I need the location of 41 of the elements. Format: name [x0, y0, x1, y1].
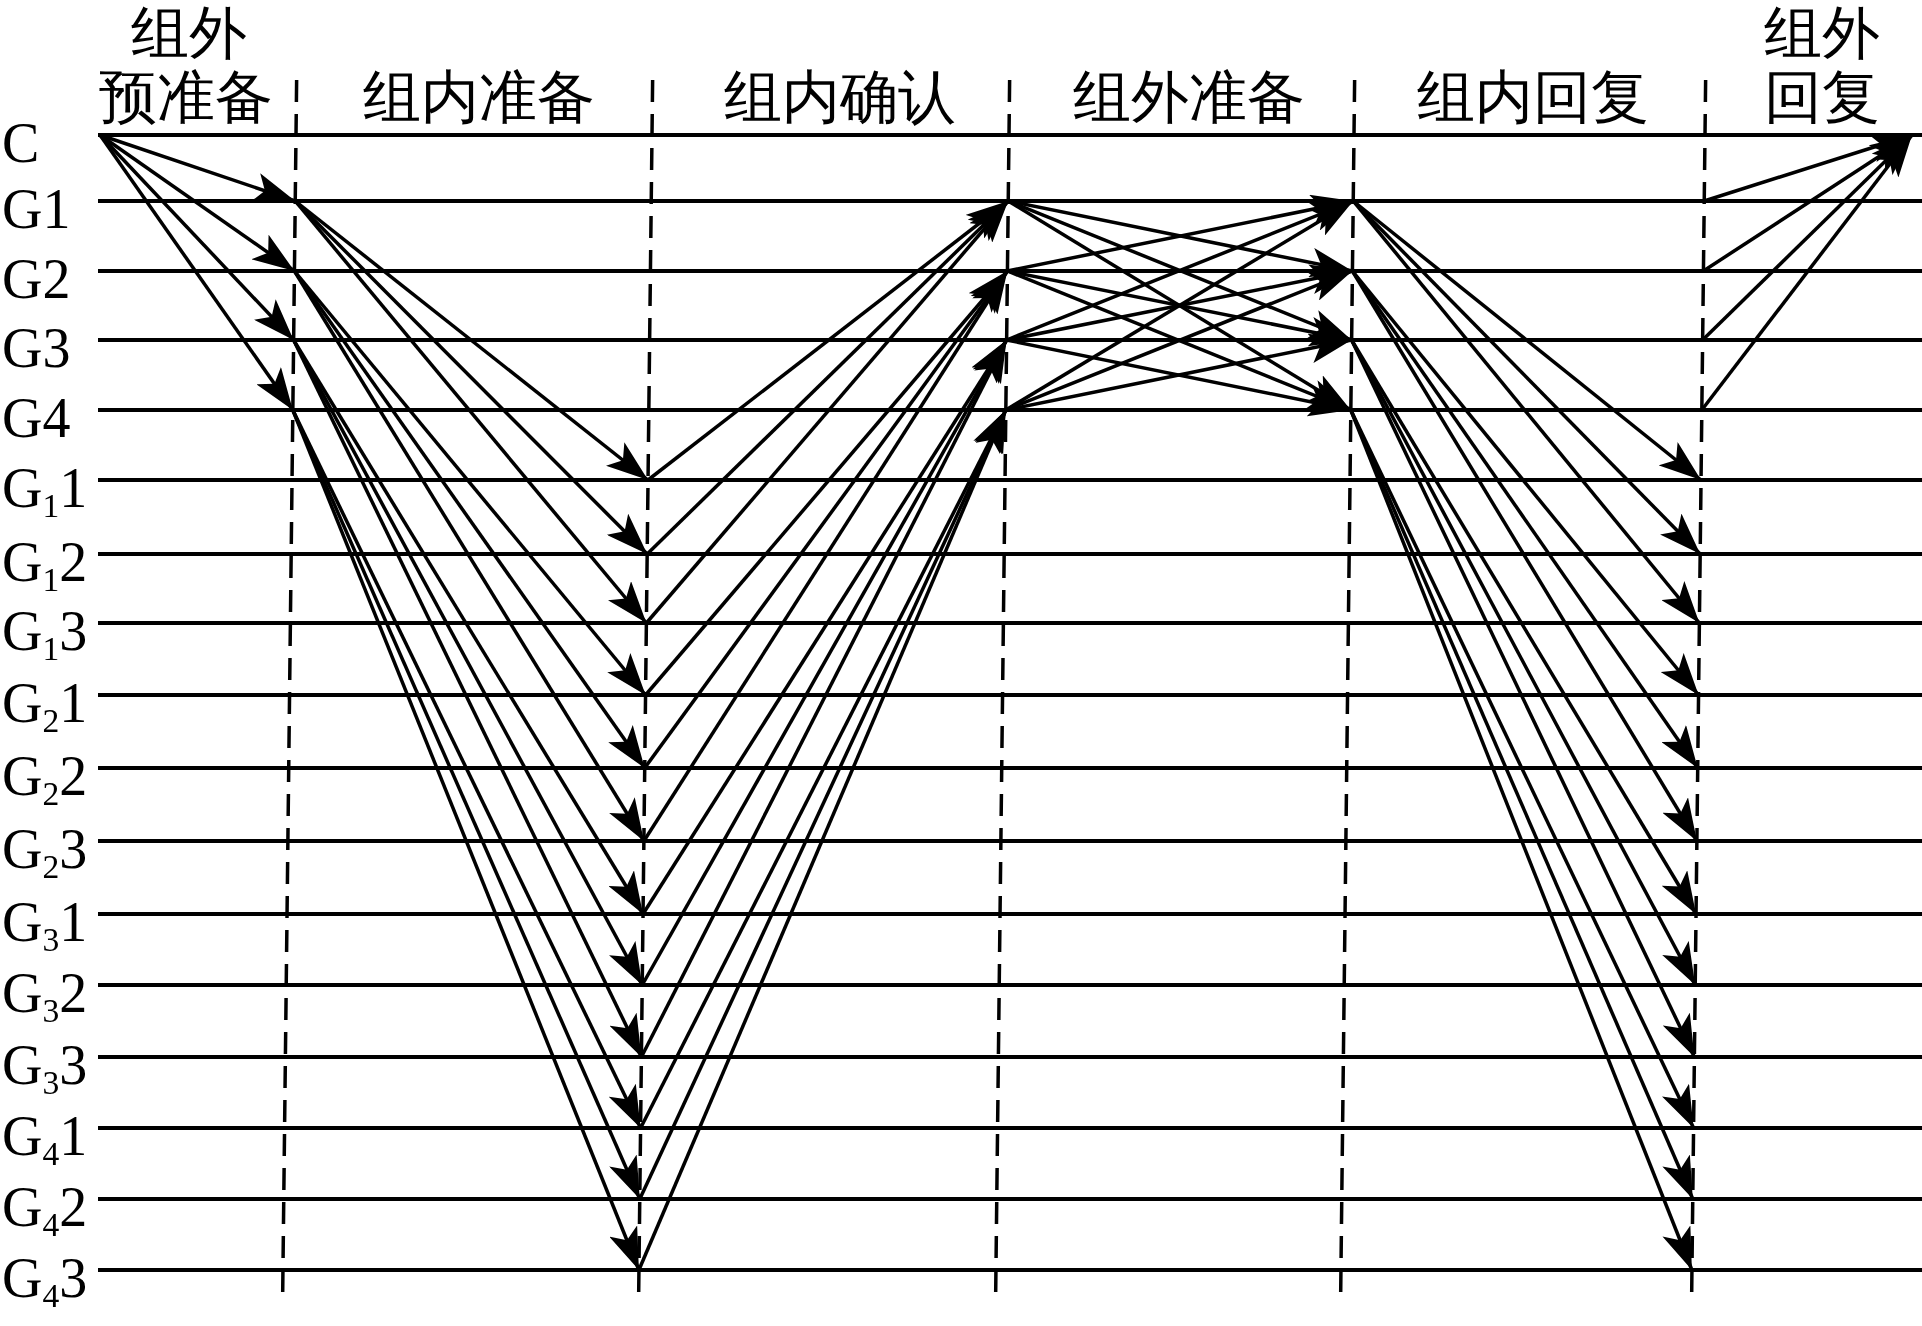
lifeline — [98, 478, 1922, 482]
lifeline-label: G$_{3}$3 — [2, 1037, 88, 1093]
lifeline — [98, 766, 1922, 770]
phase-label: 组外准备 — [1073, 66, 1305, 130]
lifeline-label: G$_{1}$1 — [2, 460, 88, 516]
phase-label: 组内回复 — [1417, 66, 1649, 130]
lifeline — [98, 983, 1922, 987]
lifeline — [98, 1268, 1922, 1272]
lifeline-label: G$_{1}$2 — [2, 534, 88, 590]
lifeline — [98, 839, 1922, 843]
lifeline — [98, 338, 1922, 342]
lifeline — [98, 133, 1922, 137]
lifeline — [98, 621, 1922, 625]
phase-label: 组外回复 — [1763, 2, 1881, 130]
lifeline-label: G$_{2}$2 — [2, 748, 88, 804]
lifeline-label: G$_{3}$1 — [2, 894, 88, 950]
lifeline-label: G$_{1}$3 — [2, 603, 88, 659]
phase-label: 组内准备 — [363, 66, 595, 130]
lifeline — [98, 1055, 1922, 1059]
phase-label: 组内确认 — [724, 66, 956, 130]
lifeline-label: G$_{4}$1 — [2, 1108, 88, 1164]
lifeline — [98, 1126, 1922, 1130]
lifeline-label: G2 — [2, 251, 71, 307]
lifeline-label: G$_{2}$3 — [2, 821, 88, 877]
lifeline-label: C — [2, 115, 40, 171]
phase-label: 组外预准备 — [98, 2, 274, 130]
lifeline-label: G$_{4}$2 — [2, 1179, 88, 1235]
lifeline-label: G$_{3}$2 — [2, 965, 88, 1021]
lifeline — [98, 408, 1922, 412]
arrow — [98, 134, 295, 411]
lifeline-label: G1 — [2, 181, 71, 237]
lifeline — [98, 912, 1922, 916]
lifeline-label: G$_{4}$3 — [2, 1250, 88, 1306]
lifeline — [98, 269, 1922, 273]
lifeline — [98, 199, 1922, 203]
lifeline — [98, 1197, 1922, 1201]
lifeline — [98, 693, 1922, 697]
lifeline-label: G3 — [2, 320, 71, 376]
lifeline-label: G4 — [2, 390, 71, 446]
lifeline-label: G$_{2}$1 — [2, 675, 88, 731]
lifeline — [98, 552, 1922, 556]
